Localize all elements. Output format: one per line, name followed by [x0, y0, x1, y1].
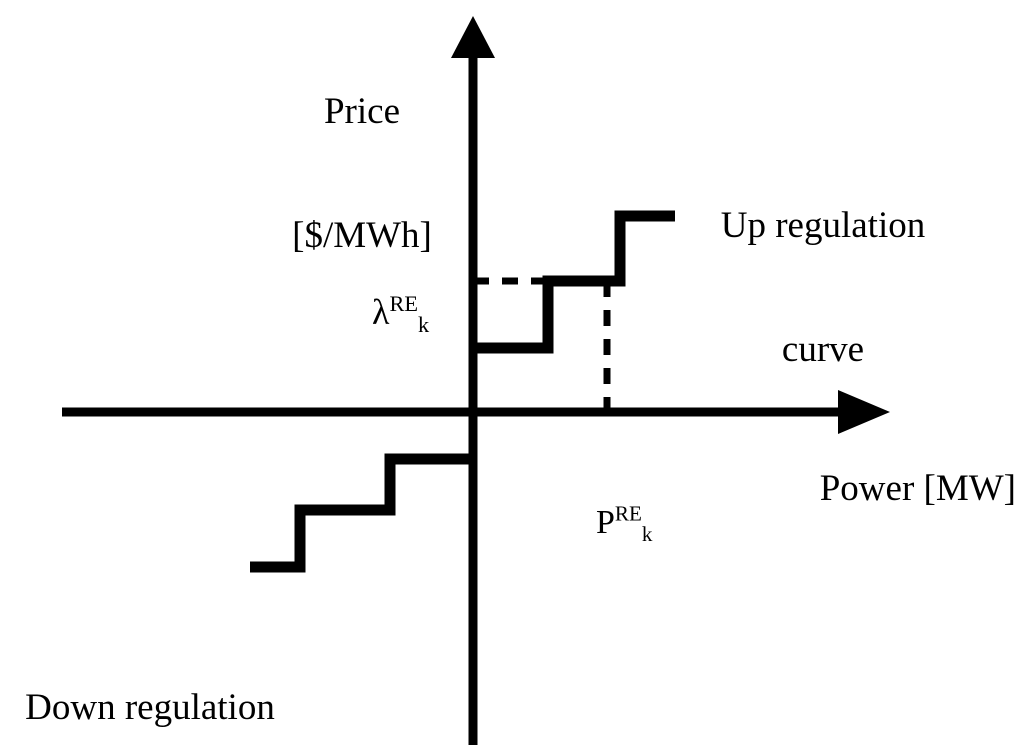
- up-regulation-curve: [473, 210, 675, 354]
- price-marker-label: λREk: [336, 252, 429, 373]
- up-regulation-curve-label: Up regulation curve: [648, 122, 998, 454]
- price-marker-base: λ: [372, 292, 390, 333]
- down-regulation-curve-label: Down regulation curve: [0, 604, 300, 752]
- up-regulation-curve-label-line2: curve: [781, 329, 865, 371]
- arrow-right-icon: [838, 390, 890, 434]
- x-axis-label: Power [MW]: [819, 468, 1016, 509]
- down-regulation-curve: [250, 453, 473, 573]
- power-marker-superscript: RE: [614, 501, 642, 526]
- arrow-up-icon: [451, 16, 495, 58]
- up-regulation-curve-label-line1: Up regulation: [720, 204, 926, 246]
- y-axis-label-line2: [$/MWh]: [292, 215, 432, 257]
- down-regulation-curve-label-line1: Down regulation: [25, 686, 275, 728]
- y-axis-label-line1: Price: [323, 90, 401, 132]
- price-marker-subscript: k: [417, 312, 430, 338]
- power-marker-label: PREk: [562, 466, 652, 580]
- power-marker-subscript: k: [641, 521, 653, 546]
- price-marker-superscript: RE: [389, 291, 418, 317]
- power-marker-base: P: [596, 504, 615, 542]
- y-axis-label: Price [$/MWh]: [262, 8, 462, 340]
